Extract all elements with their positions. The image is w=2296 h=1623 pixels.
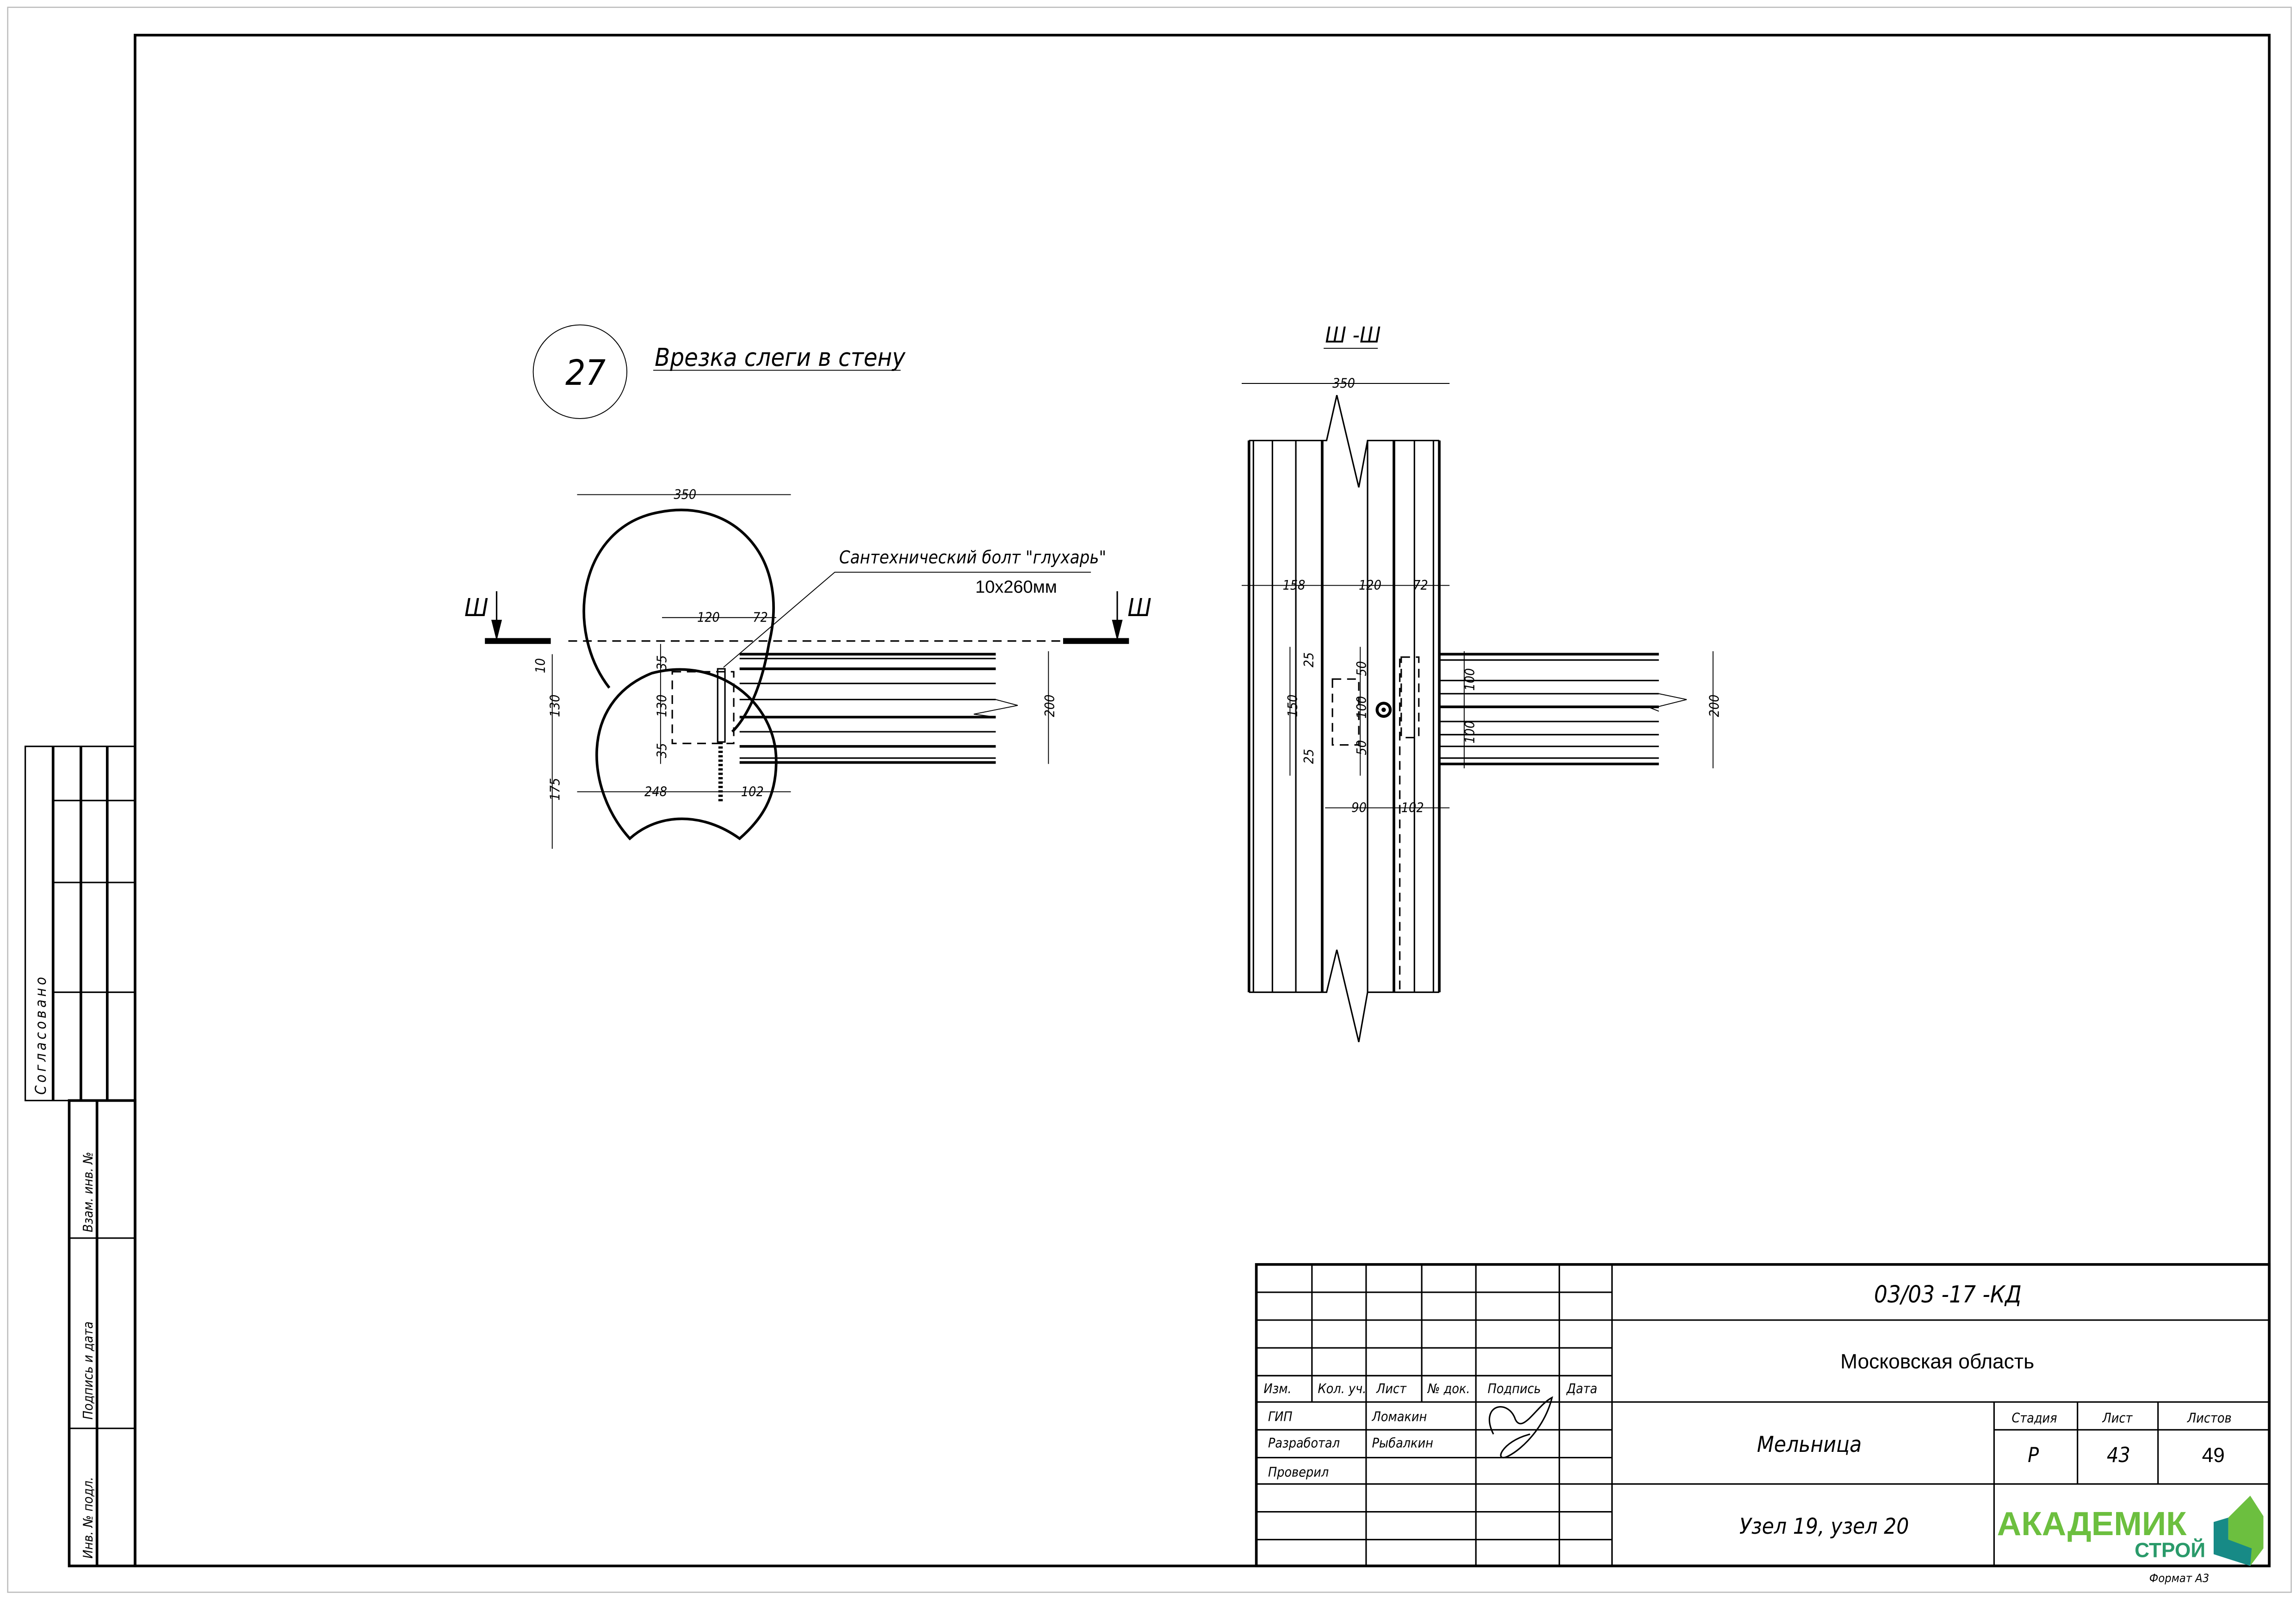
label: 200 — [1042, 695, 1058, 717]
title-block: Изм. Кол. уч. Лист № док. Подпись Дата Г… — [1255, 1263, 2271, 1585]
label: Изм. — [1263, 1381, 1291, 1396]
label: 35 — [655, 655, 670, 671]
mortise-outline — [671, 671, 735, 744]
label: Лист — [2102, 1411, 2133, 1426]
label: 50 — [1354, 740, 1369, 755]
label: 50 — [1354, 661, 1369, 676]
sheet-edge — [7, 6, 2292, 1593]
label: 100 — [1462, 721, 1478, 743]
label: 102 — [741, 784, 764, 799]
company-logo: АКАДЕМИК СТРОЙ — [1997, 1495, 2264, 1566]
label: Дата — [1566, 1381, 1597, 1396]
label: ГИП — [1268, 1409, 1293, 1424]
label: Разработал — [1268, 1435, 1340, 1450]
document-code: 03/03 -17 -КД — [1874, 1281, 2022, 1308]
beam-lines — [739, 653, 1018, 764]
upper-log — [582, 508, 775, 733]
label: 120 — [697, 610, 720, 625]
signature — [1488, 1396, 1553, 1459]
label: 25 — [1301, 652, 1317, 667]
label: Рыбалкин — [1372, 1435, 1433, 1450]
sheet-number: 43 — [2107, 1444, 2130, 1467]
label: 200 — [1707, 695, 1722, 717]
bolt-size: 10х260мм — [975, 577, 1057, 597]
label: 130 — [655, 695, 670, 717]
label: Листов — [2187, 1411, 2232, 1426]
section-mark-right — [1063, 638, 1129, 644]
node-number-circle — [532, 324, 628, 419]
object-name: Мельница — [1757, 1432, 1862, 1457]
label: Проверил — [1268, 1465, 1329, 1480]
drawing-frame — [134, 34, 2271, 1567]
label: 150 — [1285, 695, 1300, 717]
label: 100 — [1462, 668, 1478, 691]
region: Московская область — [1840, 1350, 2034, 1373]
label: 25 — [1301, 749, 1317, 764]
section-mark-label: Ш — [464, 593, 489, 622]
sheet-count: 49 — [2202, 1444, 2225, 1467]
section-title: Ш -Ш — [1325, 322, 1380, 348]
lower-log — [595, 668, 778, 841]
section-mark-label: Ш — [1127, 593, 1151, 622]
label: Стадия — [2011, 1411, 2057, 1426]
label: 72 — [1413, 578, 1428, 593]
label: Лист — [1376, 1381, 1407, 1396]
label: Инв. № подл. — [80, 1477, 96, 1559]
label: 130 — [548, 695, 563, 717]
side-stamp: Согласовано Взам. инв. № Подпись и дата … — [25, 746, 136, 1567]
label: 100 — [1354, 696, 1369, 719]
label: № док. — [1427, 1381, 1470, 1396]
label: 158 — [1283, 578, 1306, 593]
label: 248 — [644, 784, 667, 799]
agreed-label: Согласовано — [33, 974, 50, 1095]
label: 120 — [1359, 578, 1381, 593]
bolt-leader — [723, 572, 1091, 668]
label: Ломакин — [1372, 1409, 1427, 1424]
node-header: 27 Врезка слеги в стену — [532, 324, 906, 419]
label: АКАДЕМИК — [1997, 1505, 2187, 1543]
drawing-name: Узел 19, узел 20 — [1739, 1514, 1909, 1539]
label: СТРОЙ — [2135, 1538, 2205, 1562]
label: 72 — [753, 610, 768, 625]
label: Кол. уч. — [1318, 1381, 1367, 1396]
label: 350 — [674, 487, 696, 502]
node-number: 27 — [565, 352, 606, 393]
label: 350 — [1332, 376, 1355, 391]
stage: Р — [2028, 1444, 2039, 1467]
section-mark-left — [485, 638, 551, 644]
node-title: Врезка слеги в стену — [655, 343, 906, 372]
bolt-label: Сантехнический болт "глухарь" — [839, 547, 1106, 568]
label: 175 — [548, 778, 563, 801]
bolt-head-icon — [1375, 702, 1392, 718]
label: 10 — [533, 658, 548, 673]
label: 35 — [655, 743, 670, 758]
label: Подпись — [1488, 1381, 1541, 1396]
label: 90 — [1351, 800, 1367, 815]
wall-log-lines — [1247, 395, 1441, 1043]
rafter-lines — [1439, 653, 1687, 765]
format-label: Формат А3 — [2149, 1571, 2209, 1585]
label: Взам. инв. № — [80, 1152, 96, 1232]
section-view: Ш -Ш 350 — [1242, 322, 1722, 1043]
label: Подпись и дата — [80, 1321, 96, 1419]
label: 102 — [1401, 800, 1424, 815]
plan-dimensions: 350 120 72 10 130 175 35 130 35 248 102 … — [533, 487, 1058, 849]
plan-view: Ш Ш Сантехнический болт "глухарь" 10х260… — [464, 487, 1151, 849]
